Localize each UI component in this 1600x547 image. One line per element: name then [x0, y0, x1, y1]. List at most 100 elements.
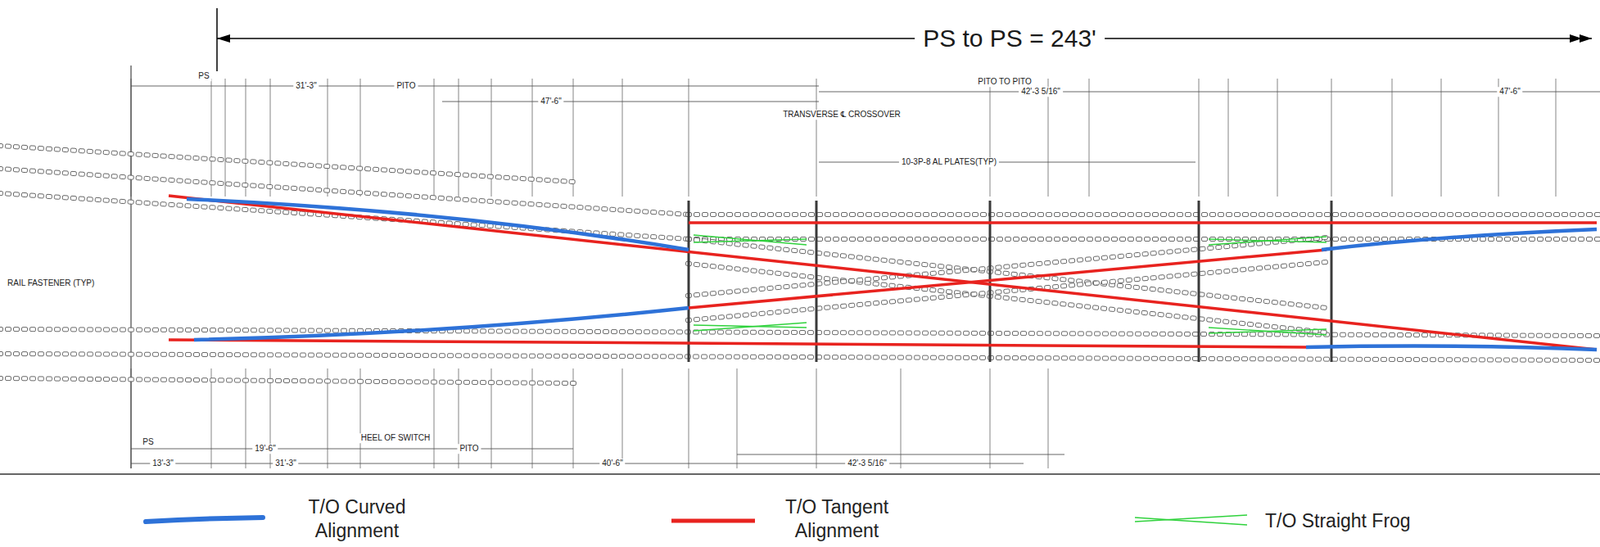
rail-fastener	[923, 212, 930, 217]
rail-fastener	[160, 153, 167, 159]
rail-fastener	[569, 380, 576, 385]
rail-fastener	[775, 284, 782, 290]
rail-fastener	[324, 379, 330, 384]
rail-fastener	[701, 316, 708, 321]
rail-fastener	[807, 274, 814, 280]
rail-fastener	[790, 329, 797, 335]
rail-fastener	[266, 160, 273, 165]
rail-fastener	[242, 182, 249, 187]
dimension-line	[442, 101, 819, 103]
rail-fastener	[1312, 304, 1319, 310]
rail-fastener	[1529, 212, 1536, 217]
rail-fastener	[1464, 212, 1470, 217]
rail-fastener	[70, 376, 77, 381]
rail-fastener	[1079, 237, 1085, 242]
rail-fastener	[512, 329, 519, 334]
rail-fastener	[994, 294, 1001, 300]
rail-fastener	[1513, 212, 1519, 217]
straight-frog	[1208, 239, 1327, 243]
rail-fastener	[971, 355, 977, 360]
rail-fastener	[62, 171, 68, 176]
rail-fastener	[856, 302, 863, 308]
rail-fastener	[874, 212, 881, 217]
rail-fastener	[94, 327, 101, 332]
rail-fastener	[193, 179, 199, 184]
rail-fastener	[856, 277, 863, 283]
rail-fastener	[1283, 212, 1290, 217]
rail-fastener	[733, 354, 740, 359]
rail-fastener	[750, 268, 757, 274]
rail-fastener	[1125, 308, 1131, 314]
rail-fastener	[397, 193, 403, 198]
rail-fastener	[1169, 212, 1176, 217]
rail-fastener	[1333, 237, 1339, 242]
rail-fastener	[4, 144, 11, 149]
rail-fastener	[332, 352, 339, 358]
rail-fastener	[1577, 333, 1583, 338]
rail-fastener	[718, 212, 725, 217]
rail-fastener	[54, 327, 60, 332]
rail-fastener	[889, 283, 895, 289]
rail-fastener	[979, 330, 986, 335]
rail-fastener	[1012, 288, 1018, 294]
rail-fastener	[94, 197, 101, 202]
rail-fastener	[1297, 262, 1303, 267]
rail-fastener	[1061, 331, 1067, 336]
rail-fastener	[610, 207, 616, 212]
rail-fastener	[709, 290, 716, 296]
rail-fastener	[1054, 237, 1061, 242]
rail-fastener	[135, 176, 142, 181]
rail-fastener	[799, 354, 805, 359]
rail-fastener	[1191, 247, 1198, 253]
dimension-line	[131, 85, 819, 87]
rail-fastener	[1053, 331, 1059, 336]
rail-fastener	[168, 202, 175, 207]
rail-fastener	[1093, 256, 1099, 262]
rail-fastener	[1232, 267, 1239, 273]
rail-fastener	[225, 181, 232, 186]
rail-fastener	[135, 377, 142, 382]
rail-fastener	[979, 355, 986, 360]
rail-fastener	[1364, 332, 1370, 337]
rail-fastener	[1036, 261, 1043, 267]
rail-fastener	[890, 237, 897, 242]
rail-fastener	[578, 353, 584, 358]
rail-fastener	[659, 235, 665, 240]
tangent-alignment	[688, 249, 1327, 308]
rail-fastener	[111, 352, 118, 357]
rail-fastener	[937, 263, 944, 269]
rail-fastener	[1134, 331, 1141, 336]
rail-fastener	[856, 355, 863, 360]
rail-fastener	[275, 161, 281, 166]
rail-fastener	[348, 328, 355, 333]
rail-fastener	[1054, 212, 1061, 217]
rail-fastener	[1013, 237, 1020, 242]
rail-fastener	[62, 147, 68, 152]
rail-fastener	[1230, 295, 1237, 301]
rail-fastener	[209, 378, 216, 383]
rail-fastener	[111, 327, 118, 332]
rail-fastener	[1315, 357, 1321, 362]
rail-fastener	[168, 377, 175, 382]
straight-frog	[1208, 236, 1327, 245]
rail-fastener	[848, 278, 855, 284]
rail-fastener	[258, 184, 265, 189]
rail-fastener	[291, 185, 298, 190]
rail-fastener	[1496, 212, 1503, 217]
rail-fastener	[586, 329, 593, 334]
rail-fastener	[1414, 212, 1421, 217]
rail-fastener	[913, 261, 920, 267]
rail-fastener	[545, 329, 552, 334]
rail-fastener	[922, 355, 928, 360]
rail-fastener	[1232, 243, 1239, 249]
rail-fastener	[1347, 357, 1354, 362]
rail-fastener	[86, 197, 93, 202]
rail-fastener	[994, 270, 1001, 276]
rail-fastener	[792, 212, 799, 217]
rail-fastener	[1079, 212, 1085, 217]
rail-fastener	[1341, 212, 1347, 217]
rail-fastener	[881, 299, 887, 305]
rail-fastener	[78, 149, 85, 154]
rail-fastener	[1184, 331, 1190, 336]
